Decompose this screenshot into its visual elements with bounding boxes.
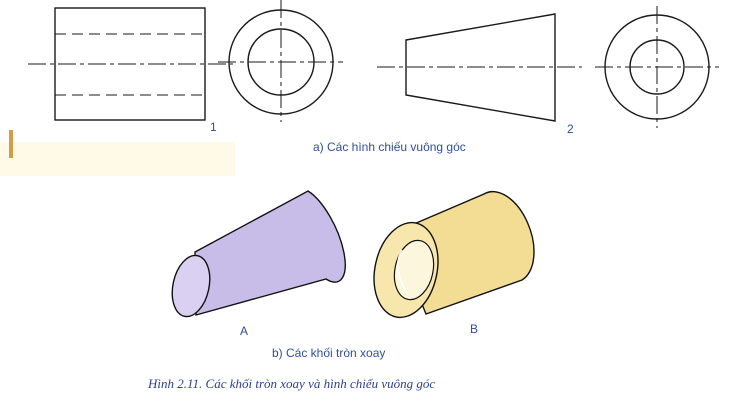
projection-1-front-view: [28, 7, 233, 121]
left-decoration: [0, 130, 235, 176]
solid-b-label: B: [470, 322, 478, 336]
projection-2-label: 2: [567, 122, 574, 136]
solid-b-hollow-cylinder: [373, 190, 535, 319]
section-b-caption: b) Các khối tròn xoay: [272, 346, 385, 360]
section-a-caption: a) Các hình chiếu vuông góc: [313, 140, 466, 154]
figure-caption: Hình 2.11. Các khối tròn xoay và hình ch…: [147, 376, 435, 391]
projection-2-front-view: [377, 13, 582, 122]
section-a-labels: 1 2 a) Các hình chiếu vuông góc: [210, 120, 574, 154]
solid-a-cone-frustum: [171, 190, 346, 318]
projection-1-label: 1: [210, 120, 217, 134]
solid-a-label: A: [240, 324, 248, 338]
section-b-labels: A B b) Các khối tròn xoay: [240, 322, 478, 360]
projection-1-side-view: [218, 0, 343, 122]
projection-2-side-view: [595, 6, 719, 128]
